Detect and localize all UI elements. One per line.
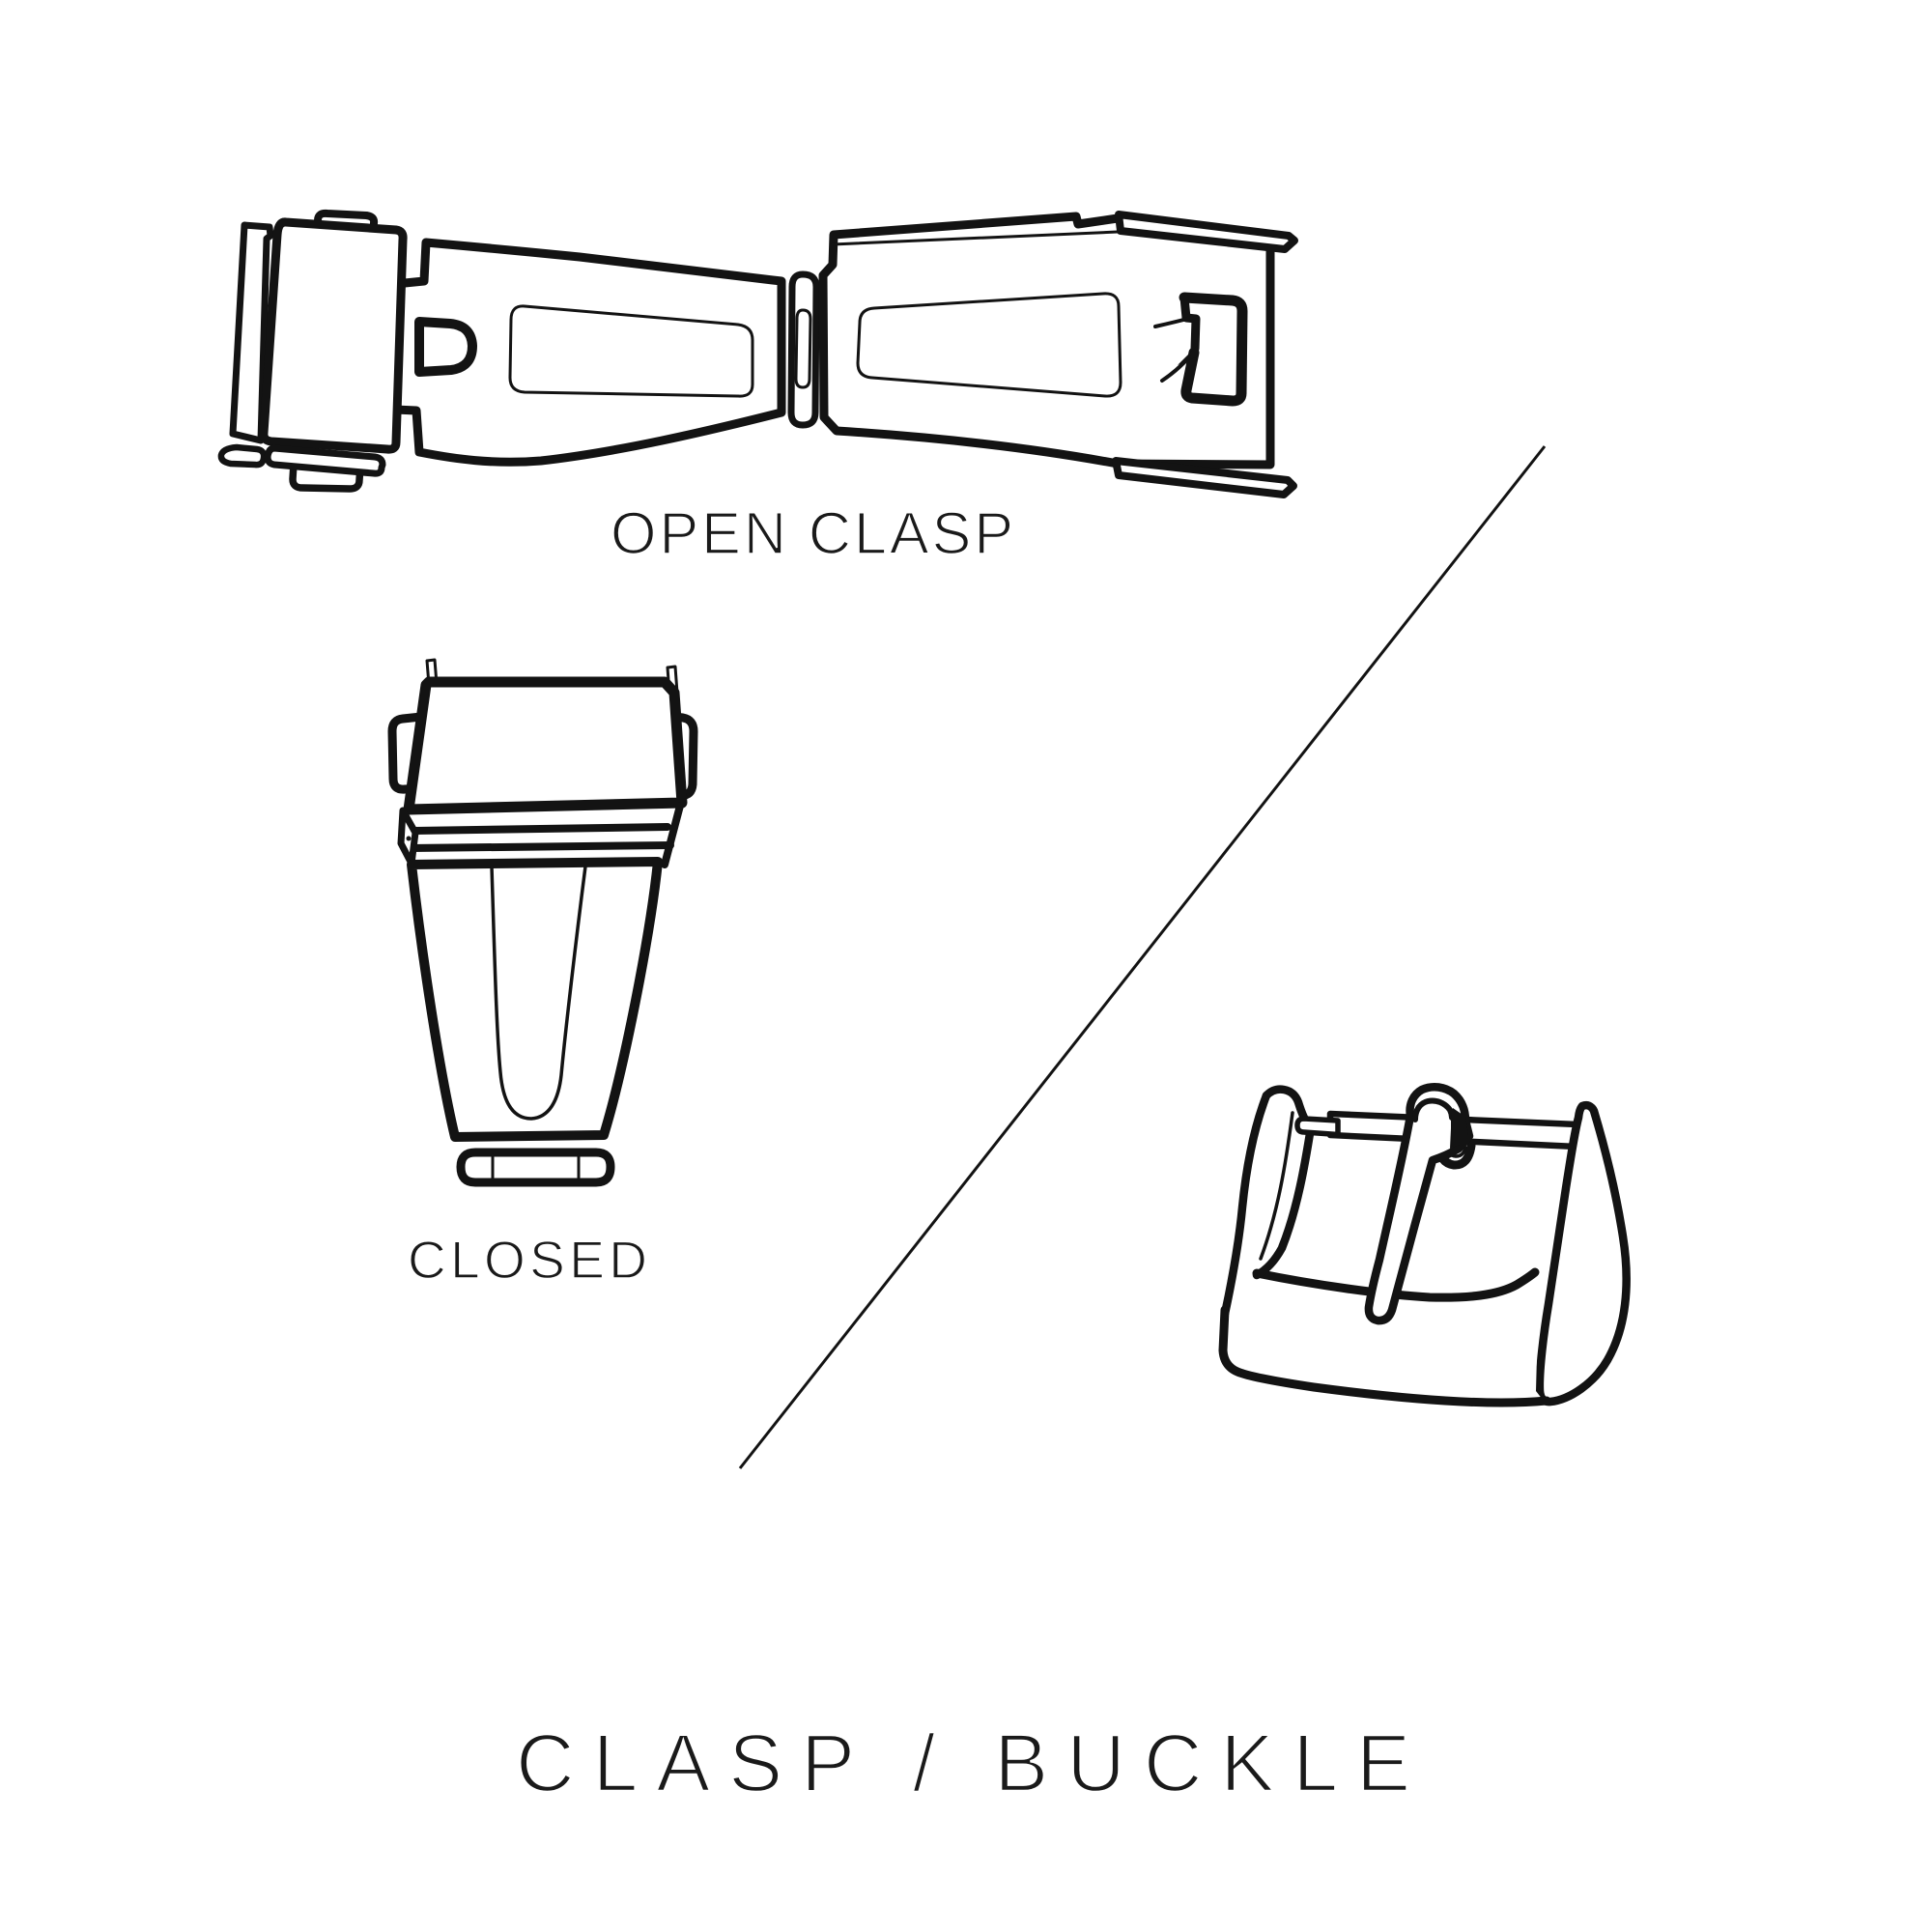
svg-text:CLASP / BUCKLE: CLASP / BUCKLE	[516, 1718, 1410, 1808]
svg-text:OPEN CLASP: OPEN CLASP	[611, 500, 1013, 566]
